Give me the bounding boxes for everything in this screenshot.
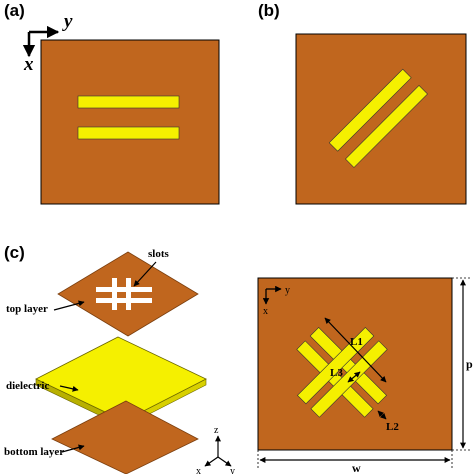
slot-horizontal-2 xyxy=(96,298,152,303)
panel-a-axes: y x xyxy=(22,11,73,75)
p-label: p xyxy=(466,357,473,371)
panel-b-label: (b) xyxy=(258,1,280,20)
L1-label: L1 xyxy=(350,336,363,348)
bottom-layer-label: bottom layer xyxy=(4,446,64,458)
z3d-label: z xyxy=(214,425,219,436)
L2-dimension-line xyxy=(377,410,387,420)
bottom-layer-plate xyxy=(51,400,199,474)
slot-vertical-1 xyxy=(112,278,117,310)
L1-dimension-line xyxy=(324,317,387,383)
panel-a-unit-cell xyxy=(40,39,220,205)
L3-label: L3 xyxy=(330,367,343,379)
slot-vertical-2 xyxy=(126,278,131,310)
x-axis-label: x xyxy=(23,54,34,75)
panel-c-label: (c) xyxy=(4,243,25,262)
slot-horizontal-1 xyxy=(96,287,152,292)
top-layer-leader-line xyxy=(53,300,85,311)
bottom-layer-leader-line xyxy=(61,444,85,453)
y-axis-label: y xyxy=(62,11,73,32)
L2-label: L2 xyxy=(386,421,399,433)
L3-dimension-line xyxy=(347,371,361,383)
dielectric-leader-line xyxy=(59,385,79,392)
panel-b-unit-cell xyxy=(295,33,467,205)
slots-label: slots xyxy=(148,248,170,260)
panel-d-axes: y x xyxy=(262,285,290,317)
w-label: w xyxy=(352,461,361,474)
dielectric-label: dielectric xyxy=(6,380,49,392)
x3d-label: x xyxy=(196,466,201,474)
top-layer-slots xyxy=(96,278,152,310)
panel-a-slot-lower xyxy=(77,126,180,140)
d-x-axis-label: x xyxy=(263,306,268,317)
top-layer-label: top layer xyxy=(6,303,48,315)
d-y-axis-label: y xyxy=(285,285,290,296)
y3d-axis-arrow xyxy=(217,456,232,467)
panel-b-slot-lower xyxy=(345,85,428,168)
axes-3d: z x y xyxy=(196,425,235,474)
x3d-axis-arrow xyxy=(204,456,219,467)
panel-b-slots xyxy=(328,68,428,168)
slots-leader-line xyxy=(133,261,157,287)
y3d-label: y xyxy=(230,466,235,474)
panel-a-slot-upper xyxy=(77,95,180,109)
panel-a-label: (a) xyxy=(4,1,25,20)
panel-b-slot-upper xyxy=(328,68,412,152)
